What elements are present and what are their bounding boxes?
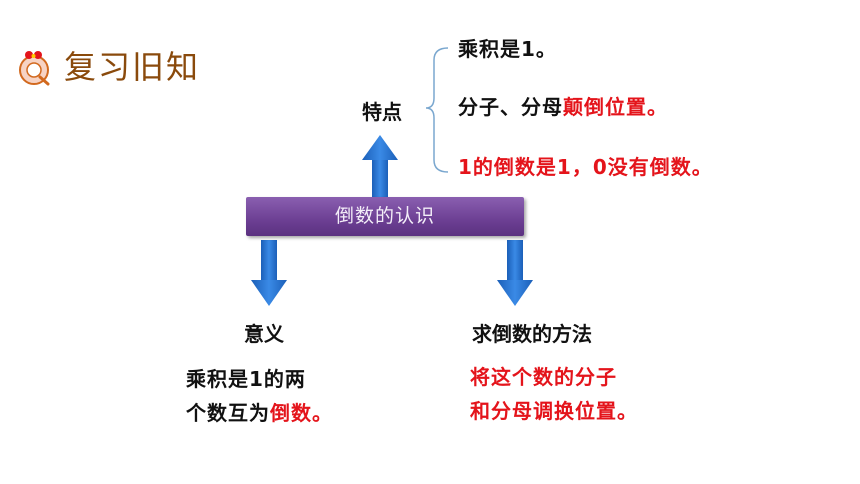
arrow-down-meaning <box>251 240 287 306</box>
cartoon-q-icon <box>19 51 50 86</box>
arrow-down-method <box>497 240 533 306</box>
meaning-text: 乘积是1的两 个数互为倒数。 <box>186 367 333 425</box>
feature-item-3: 1的倒数是1，0没有倒数。 <box>458 155 713 179</box>
feature-item-1: 乘积是1。 <box>458 37 557 61</box>
arrow-up-features <box>362 135 398 198</box>
page-title: 复习旧知 <box>64 48 201 86</box>
meaning-label: 意义 <box>244 322 284 346</box>
feature-item-2: 分子、分母颠倒位置。 <box>458 95 668 119</box>
features-label: 特点 <box>362 100 402 124</box>
topic-bar: 倒数的认识 <box>246 197 524 236</box>
method-text: 将这个数的分子 和分母调换位置。 <box>470 365 638 423</box>
features-bracket <box>425 47 449 173</box>
topic-label: 倒数的认识 <box>334 205 435 227</box>
method-label: 求倒数的方法 <box>472 322 592 346</box>
